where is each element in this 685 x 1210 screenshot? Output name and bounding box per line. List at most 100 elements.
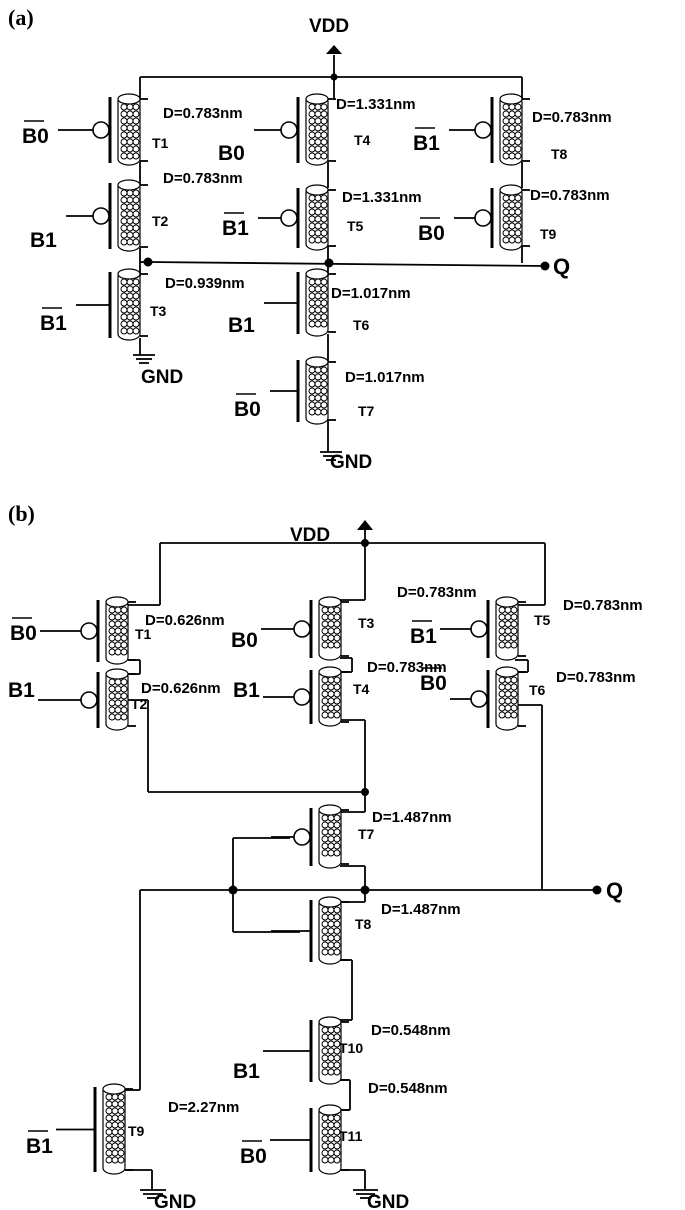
- diameter-label: D=0.783nm: [532, 109, 612, 126]
- cnt-ring: [120, 145, 128, 153]
- cnt-ring: [333, 835, 341, 843]
- nanotube-cap: [499, 184, 523, 196]
- cnt-ring: [320, 292, 328, 300]
- cnt-ring: [314, 387, 322, 395]
- cnt-ring: [308, 110, 316, 118]
- cnt-ring: [126, 306, 134, 314]
- cnt-ring: [120, 678, 128, 686]
- cnt-ring: [120, 117, 128, 125]
- cnt-ring: [314, 299, 322, 307]
- gate-input-label: B0: [10, 622, 37, 645]
- gate-input-label: B1: [40, 312, 67, 335]
- cnt-ring: [132, 152, 140, 160]
- cnt-ring: [111, 1135, 119, 1143]
- cnt-ring: [132, 238, 140, 246]
- cnt-ring: [321, 948, 329, 956]
- cnt-ring: [333, 683, 341, 691]
- gnd-label: GND: [154, 1192, 196, 1210]
- cnt-ring: [321, 1114, 329, 1122]
- diameter-label: D=0.783nm: [556, 669, 636, 686]
- cnt-ring: [333, 1068, 341, 1076]
- cnt-ring: [120, 627, 128, 635]
- cnt-ring: [320, 278, 328, 286]
- cnt-ring: [508, 124, 516, 132]
- cnt-ring: [320, 236, 328, 244]
- cnt-ring: [320, 408, 328, 416]
- cnt-ring: [320, 285, 328, 293]
- junction-dot: [324, 258, 334, 268]
- cnt-ring: [314, 373, 322, 381]
- cnt-ring: [333, 842, 341, 850]
- cnt-ring: [320, 320, 328, 328]
- cnt-ring: [508, 103, 516, 111]
- cnt-ring: [327, 906, 335, 914]
- transistor-name: T11: [339, 1128, 363, 1144]
- cnt-ring: [321, 690, 329, 698]
- cnt-ring: [126, 131, 134, 139]
- cnt-ring: [308, 152, 316, 160]
- gate-input-label: B1: [8, 679, 35, 702]
- nanotube-cap: [318, 1104, 342, 1116]
- transistor-name: T1: [135, 626, 152, 642]
- gate-input-label: B1: [228, 314, 255, 337]
- cnt-ring: [126, 278, 134, 286]
- cnt-ring: [308, 278, 316, 286]
- cnt-ring: [120, 285, 128, 293]
- cnt-ring: [502, 222, 510, 230]
- cnt-ring: [504, 606, 512, 614]
- cnt-ring: [321, 1068, 329, 1076]
- cnt-ring: [126, 238, 134, 246]
- cnt-ring: [314, 201, 322, 209]
- cnt-ring: [132, 313, 140, 321]
- inverter-bubble-icon: [92, 207, 110, 225]
- cnt-ring: [111, 1114, 119, 1122]
- cnt-ring: [514, 236, 522, 244]
- cnt-ring: [314, 117, 322, 125]
- cnt-ring: [120, 620, 128, 628]
- cnt-ring: [320, 110, 328, 118]
- cnt-ring: [333, 613, 341, 621]
- cnt-ring: [308, 373, 316, 381]
- cnt-ring: [327, 934, 335, 942]
- cnt-ring: [327, 634, 335, 642]
- cnt-ring: [105, 1114, 113, 1122]
- cnt-ring: [126, 320, 134, 328]
- cnt-ring: [333, 704, 341, 712]
- cnt-ring: [120, 713, 128, 721]
- transistor-name: T5: [347, 218, 364, 234]
- cnt-ring: [321, 711, 329, 719]
- cnt-ring: [502, 215, 510, 223]
- cnt-ring: [321, 1121, 329, 1129]
- diameter-label: D=0.783nm: [163, 105, 243, 122]
- cnt-ring: [132, 138, 140, 146]
- cnt-ring: [327, 704, 335, 712]
- cnt-ring: [321, 613, 329, 621]
- cnt-ring: [111, 1100, 119, 1108]
- cnt-ring: [114, 620, 122, 628]
- cnt-ring: [320, 145, 328, 153]
- transistor-t8: T8D=1.487nm: [271, 896, 461, 965]
- transistor-name: T6: [353, 317, 370, 333]
- nanotube-cap: [495, 666, 519, 678]
- cnt-ring: [132, 299, 140, 307]
- transistor-name: T3: [150, 303, 167, 319]
- cnt-ring: [105, 1135, 113, 1143]
- inverter-bubble-icon: [280, 209, 298, 227]
- cnt-ring: [314, 292, 322, 300]
- cnt-ring: [321, 704, 329, 712]
- cnt-ring: [327, 1033, 335, 1041]
- diameter-label: D=0.783nm: [530, 187, 610, 204]
- cnt-ring: [126, 145, 134, 153]
- cnt-ring: [327, 1068, 335, 1076]
- cnt-ring: [114, 678, 122, 686]
- gate-input-label: B1: [410, 625, 437, 648]
- cnt-ring: [126, 189, 134, 197]
- nanotube-cap: [305, 268, 329, 280]
- cnt-ring: [105, 1149, 113, 1157]
- cnt-ring: [508, 145, 516, 153]
- cnt-ring: [502, 110, 510, 118]
- cnt-ring: [120, 306, 128, 314]
- transistor-name: T1: [152, 135, 169, 151]
